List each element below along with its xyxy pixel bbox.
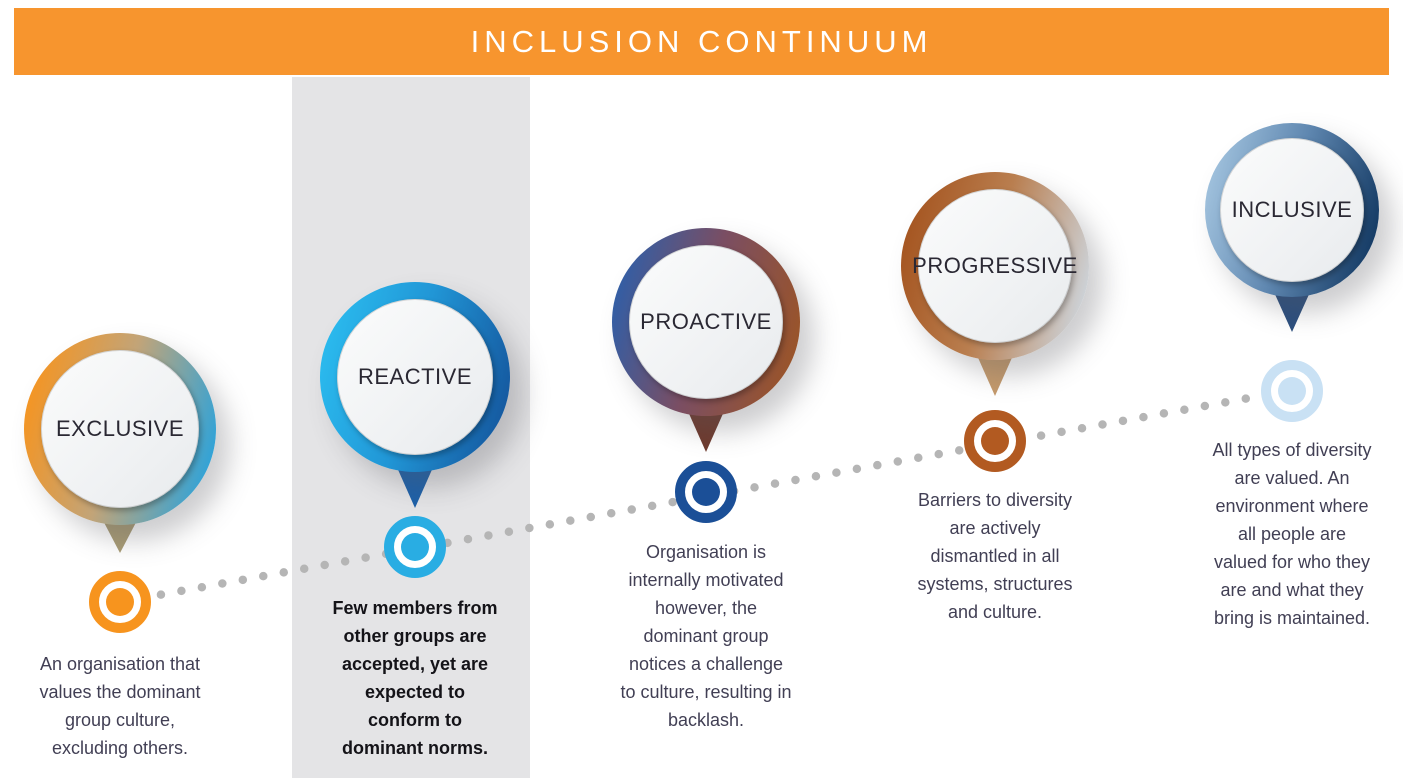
bullseye-dot — [981, 427, 1009, 455]
pin-face: REACTIVE — [337, 299, 493, 455]
bullseye-dot — [1278, 377, 1306, 405]
stage-label: PROACTIVE — [640, 309, 772, 334]
bullseye-dot — [401, 533, 429, 561]
pin-ring: PROACTIVE — [612, 228, 800, 416]
bullseye-marker-icon-reactive — [384, 516, 446, 578]
stage-label: INCLUSIVE — [1231, 197, 1353, 222]
bullseye-dot — [106, 588, 134, 616]
pin-ring: REACTIVE — [320, 282, 510, 472]
pin-face: PROGRESSIVE — [912, 189, 1077, 343]
pin-face: INCLUSIVE — [1220, 138, 1364, 282]
bullseye-marker-icon-inclusive — [1261, 360, 1323, 422]
bullseye-marker-icon-progressive — [964, 410, 1026, 472]
page-title: INCLUSION CONTINUUM — [470, 23, 933, 59]
stage-description-reactive: Few members from other groups are accept… — [332, 598, 498, 758]
pin-face: EXCLUSIVE — [41, 350, 199, 508]
stage-label: EXCLUSIVE — [56, 416, 184, 441]
stage-description-proactive: Organisation is internally motivated how… — [620, 542, 792, 730]
stage-label: REACTIVE — [357, 364, 473, 389]
stage-label: PROGRESSIVE — [912, 253, 1078, 278]
pin-face: PROACTIVE — [629, 245, 783, 399]
bullseye-marker-icon-exclusive — [89, 571, 151, 633]
stage-description-exclusive: An organisation that values the dominant… — [39, 654, 201, 758]
bullseye-dot — [692, 478, 720, 506]
pin-ring: PROGRESSIVE — [901, 172, 1089, 360]
pin-ring: EXCLUSIVE — [24, 333, 216, 525]
bullseye-marker-icon-proactive — [675, 461, 737, 523]
stage-description-progressive: Barriers to diversity are actively disma… — [917, 490, 1073, 622]
pin-ring: INCLUSIVE — [1205, 123, 1379, 297]
stage-description-inclusive: All types of diversity are valued. An en… — [1212, 440, 1372, 628]
header-banner: INCLUSION CONTINUUM — [14, 8, 1389, 75]
